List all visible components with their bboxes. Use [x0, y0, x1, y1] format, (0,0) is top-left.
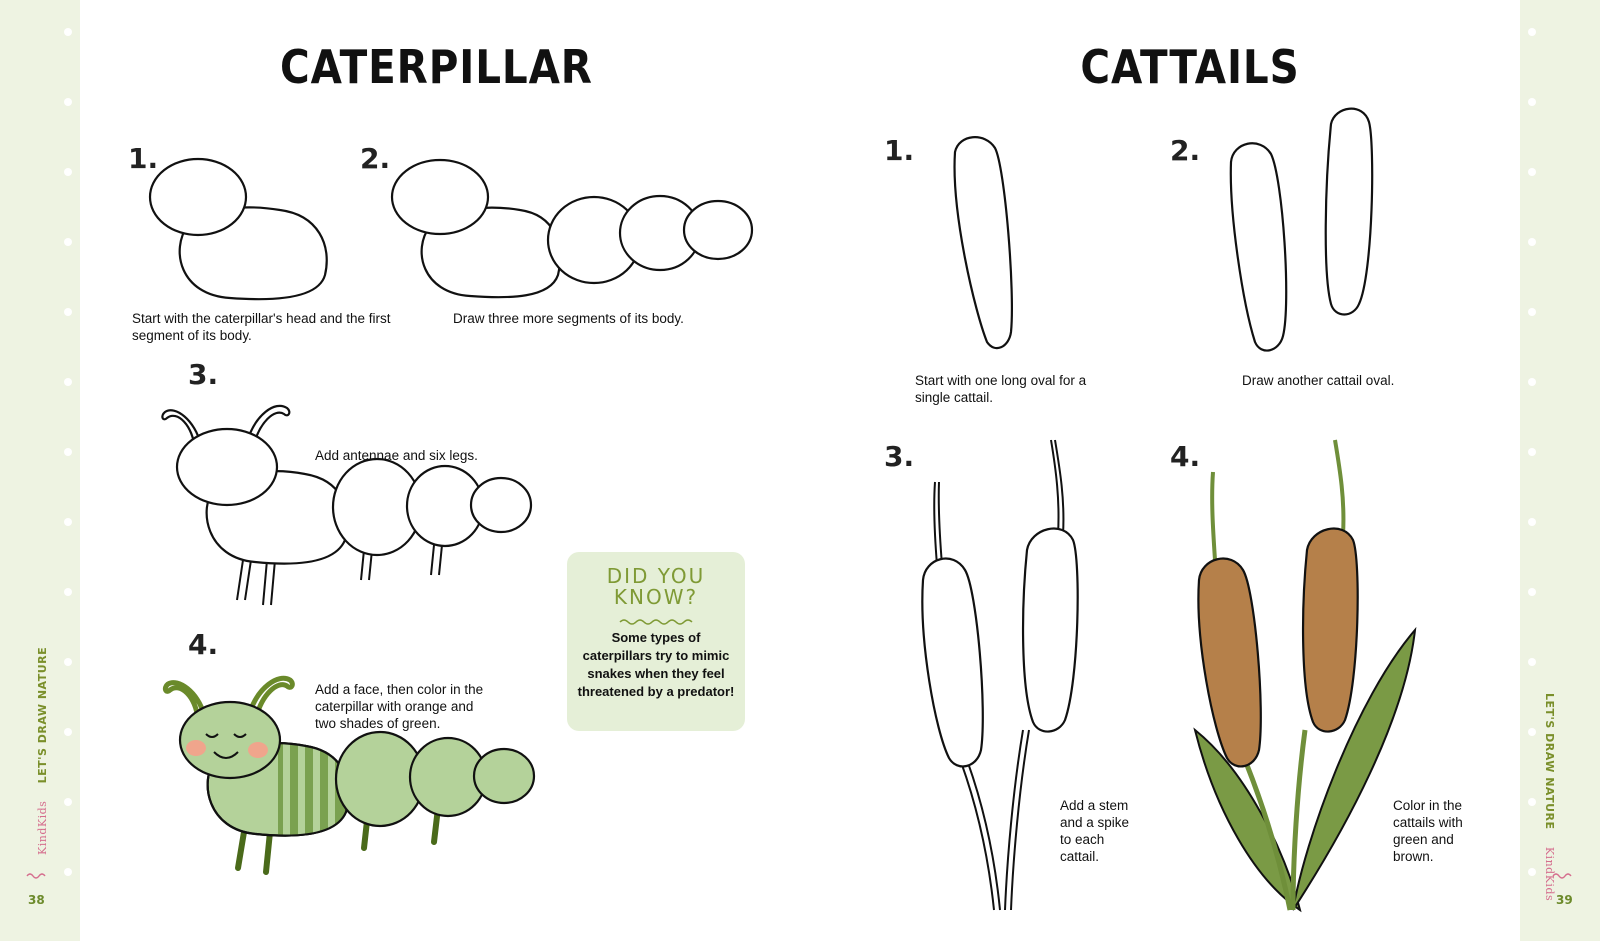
did-you-know-title-line2: KNOW?	[613, 585, 699, 609]
right-squiggle-icon	[1552, 873, 1572, 879]
left-series-name: LET'S DRAW NATURE	[36, 646, 49, 784]
left-side-label: KindKids LET'S DRAW NATURE	[36, 647, 49, 855]
right-scallop-decoration	[1521, 2, 1540, 938]
caterpillar-step-2-drawing	[390, 158, 754, 299]
caterpillar-step-3-number: 3.	[188, 358, 219, 391]
did-you-know-title-line1: DID YOU	[606, 564, 706, 588]
caterpillar-step-2-caption: Draw three more segments of its body.	[453, 311, 684, 326]
right-series-name: LET'S DRAW NATURE	[1543, 693, 1556, 830]
cattails-step-4-number: 4.	[1170, 440, 1201, 473]
did-you-know-title: DID YOU KNOW?	[567, 566, 745, 608]
caterpillar-step-4-caption: Add a face, then color in the caterpilla…	[315, 682, 484, 731]
caterpillar-step-4-drawing	[162, 675, 536, 875]
cattails-step-3-number: 3.	[884, 440, 915, 473]
caterpillar-step-4-number: 4.	[188, 628, 219, 661]
wavy-divider-icon	[619, 619, 693, 625]
left-brand-name: KindKids	[36, 800, 49, 855]
caterpillar-step-2-number: 2.	[360, 142, 391, 175]
cattails-step-3-drawing	[921, 439, 1079, 911]
cattails-title: CATTAILS	[1080, 40, 1300, 94]
caterpillar-step-3-caption: Add antennae and six legs.	[315, 448, 478, 463]
right-side-label: LET'S DRAW NATURE KindKids	[1543, 693, 1556, 901]
left-scallop-decoration	[60, 2, 79, 938]
right-page-number: 39	[1556, 893, 1573, 907]
cattails-step-3-caption: Add a stem and a spike to each cattail.	[1060, 798, 1130, 864]
cattails-step-4-caption: Color in the cattails with green and bro…	[1393, 798, 1463, 864]
cattails-step-4-drawing	[1193, 439, 1417, 913]
cattails-step-2-drawing	[1229, 107, 1374, 352]
cattails-step-1-drawing	[953, 136, 1013, 350]
cattails-step-2-caption: Draw another cattail oval.	[1242, 373, 1395, 388]
caterpillar-step-1-number: 1.	[128, 142, 159, 175]
left-squiggle-icon	[26, 873, 46, 879]
left-page-number: 38	[28, 893, 45, 907]
caterpillar-step-1-drawing	[148, 157, 328, 301]
did-you-know-text: Some types of caterpillars try to mimic …	[577, 630, 735, 699]
did-you-know-box: DID YOU KNOW? Some types of caterpillars…	[567, 552, 745, 731]
cattails-step-1-caption: Start with one long oval for a single ca…	[915, 373, 1087, 405]
cattails-step-1-number: 1.	[884, 134, 915, 167]
caterpillar-step-3-drawing	[161, 404, 533, 606]
caterpillar-title: CATERPILLAR	[280, 40, 593, 94]
cattails-step-2-number: 2.	[1170, 134, 1201, 167]
caterpillar-step-1-caption: Start with the caterpillar's head and th…	[132, 311, 391, 343]
